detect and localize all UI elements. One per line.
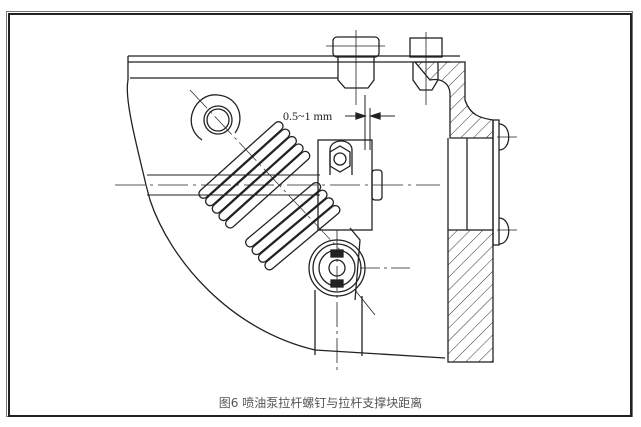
dimension-marker	[345, 95, 395, 150]
housing-wall-lower	[447, 229, 494, 363]
bolt-left	[326, 30, 385, 105]
figure-caption: 图6 喷油泵拉杆螺钉与拉杆支撑块距离	[218, 396, 423, 410]
spring-hook	[189, 89, 341, 251]
lever-pivot	[308, 227, 376, 370]
spring-coils	[198, 121, 311, 229]
top-plate	[127, 55, 460, 80]
support-block	[317, 139, 383, 231]
screw-lower	[498, 217, 510, 245]
housing-outline	[126, 79, 446, 359]
housing-wall-upper	[413, 61, 494, 139]
dimension-label: 0.5~1 mm	[283, 109, 333, 123]
figure-frame-inner	[8, 13, 632, 417]
